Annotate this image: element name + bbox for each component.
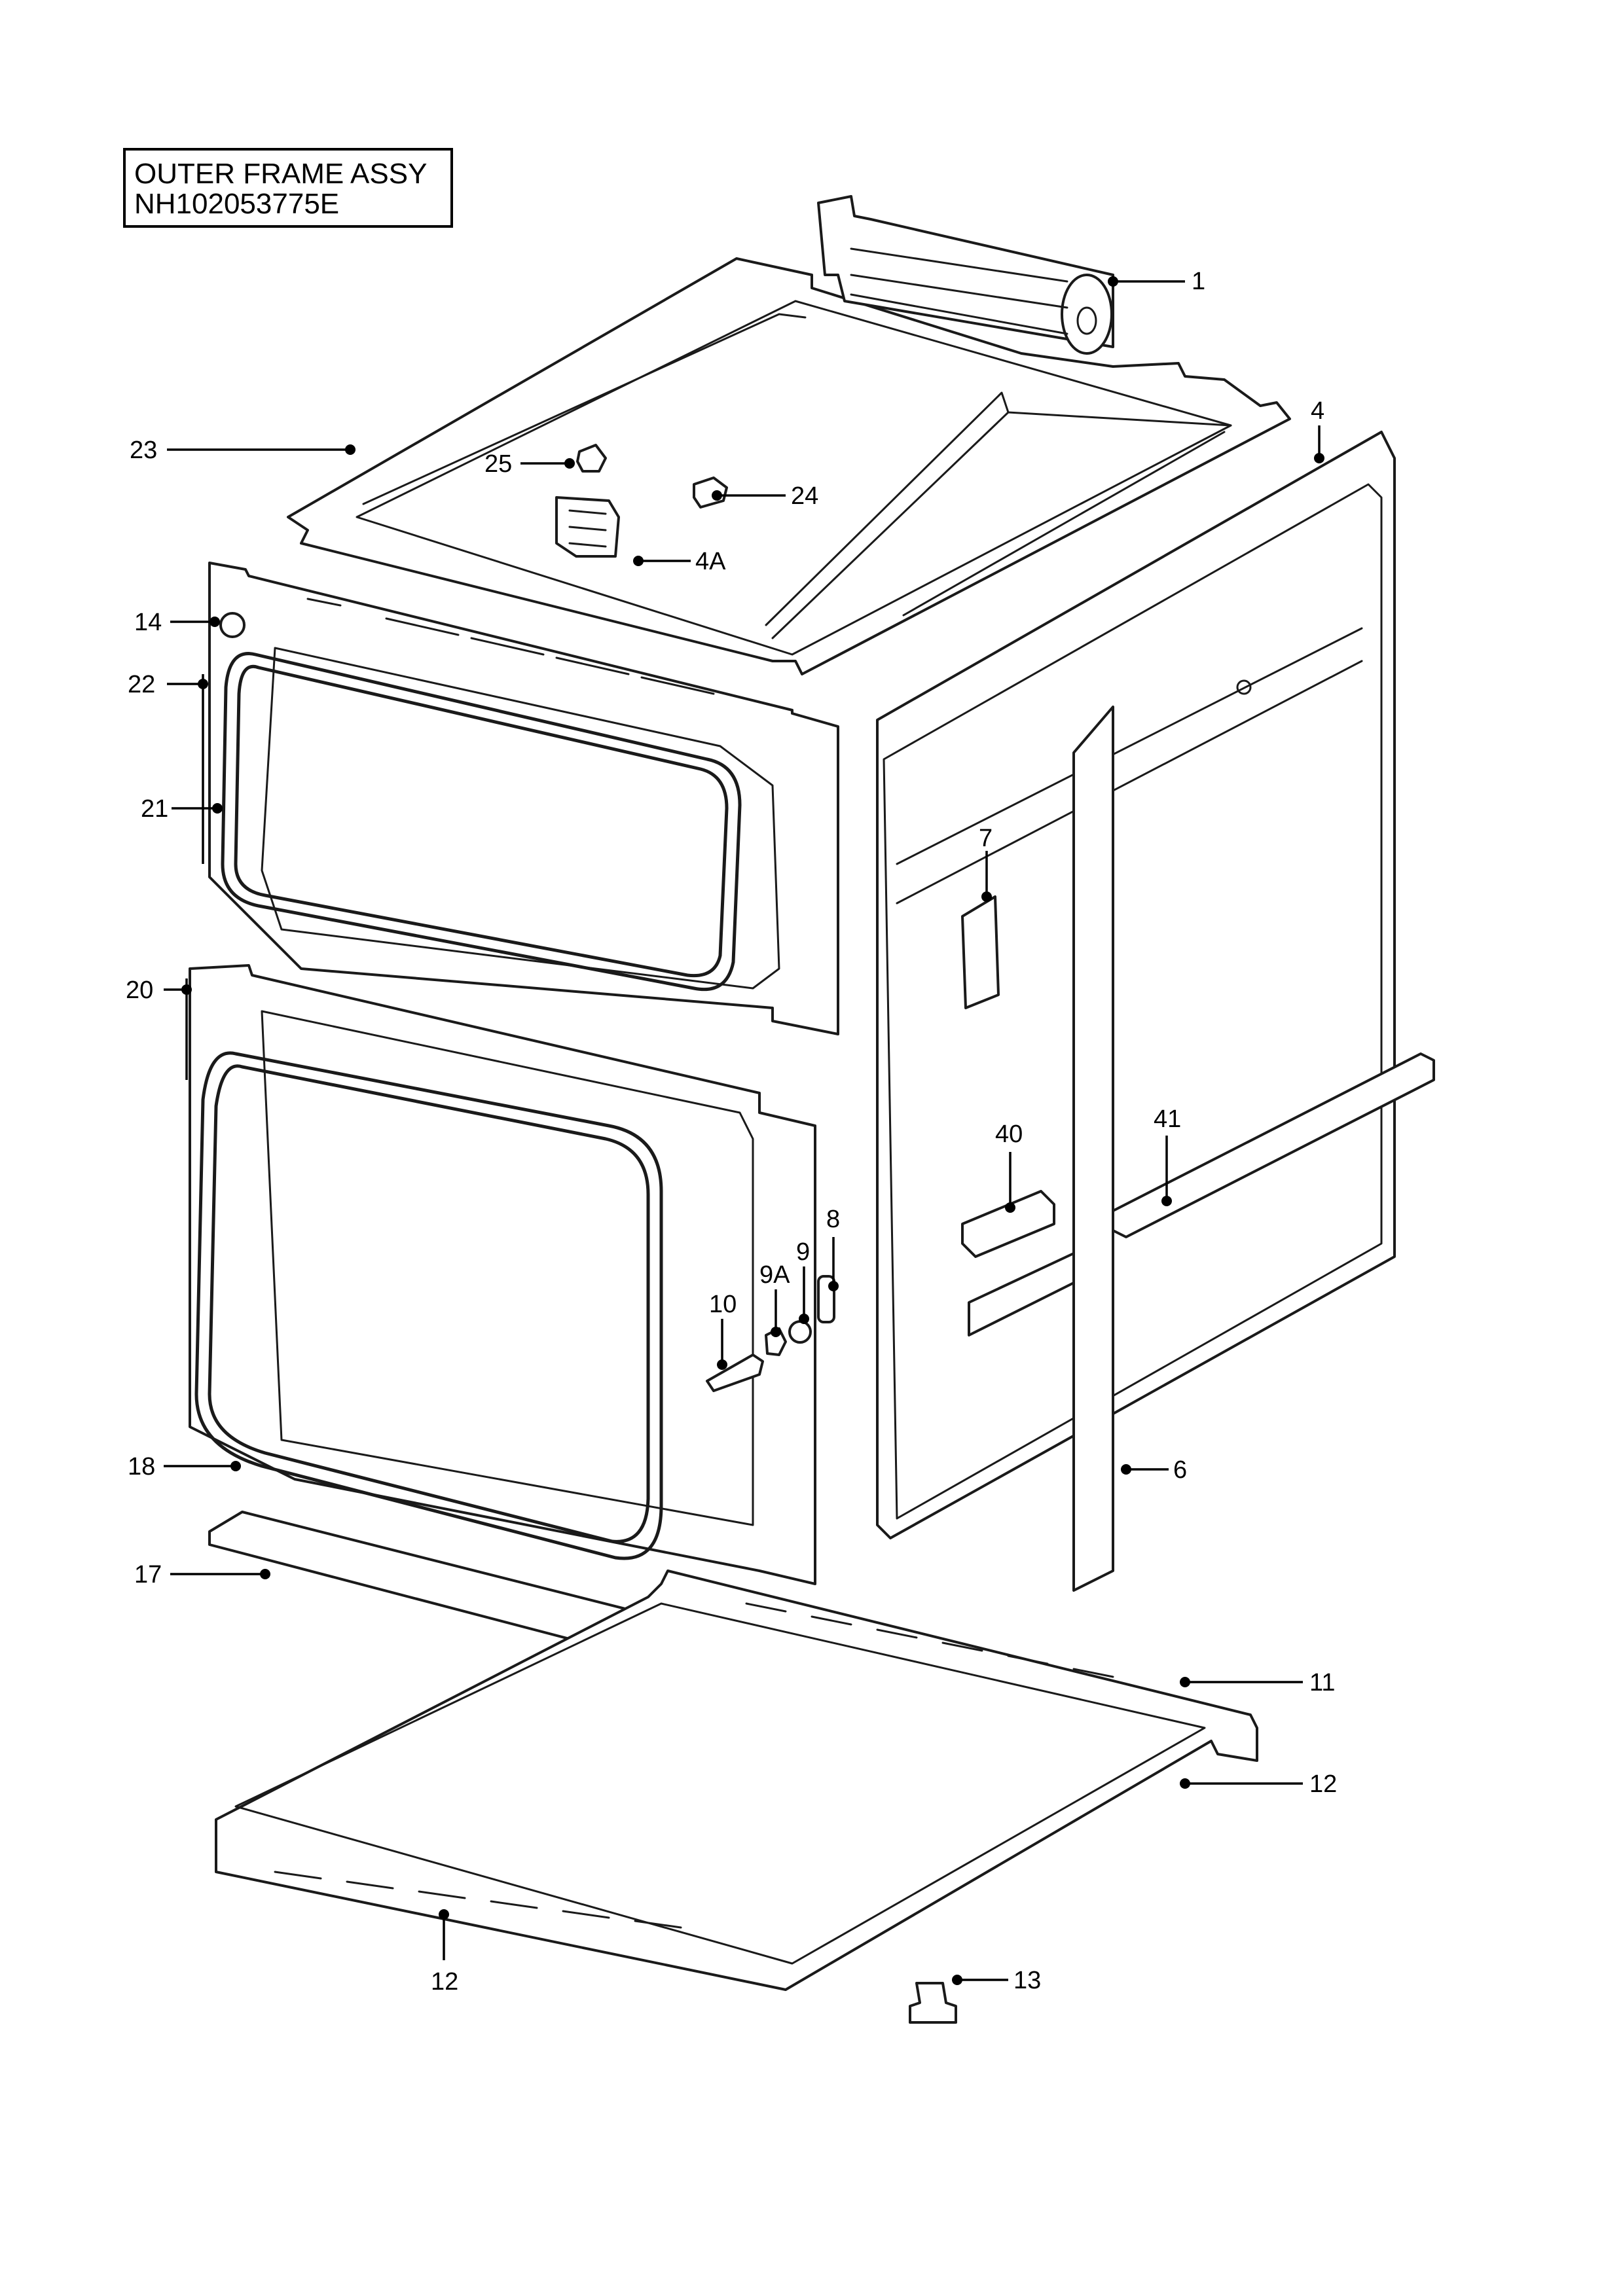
title-line-1: OUTER FRAME ASSY (134, 158, 427, 190)
callout-dot-8 (828, 1281, 839, 1291)
sensor-10 (706, 1354, 764, 1392)
lower-front-panel-20 (189, 964, 816, 1585)
callout-17: 17 (134, 1561, 162, 1588)
callout-dot-4 (1314, 453, 1324, 463)
callout-9: 9 (796, 1238, 810, 1266)
callout-40: 40 (995, 1121, 1023, 1148)
callout-dot-23 (345, 444, 356, 455)
front-strip-6 (1072, 706, 1114, 1592)
bracket-7 (961, 895, 1000, 1009)
callout-dot-40 (1005, 1202, 1015, 1213)
callout-12-bottom: 12 (431, 1968, 458, 1996)
callout-10: 10 (709, 1291, 737, 1318)
callout-dot-12-right (1180, 1778, 1190, 1789)
callout-dot-14 (210, 617, 220, 627)
callout-dot-21 (212, 803, 223, 814)
fan-motor-part (817, 195, 1114, 355)
callout-dot-10 (717, 1359, 727, 1370)
callout-18: 18 (128, 1453, 155, 1480)
callout-dot-25 (564, 458, 575, 469)
plug-14 (219, 612, 246, 638)
thermostat-part-25 (576, 444, 607, 473)
callout-dot-18 (230, 1461, 241, 1471)
top-cover-part (287, 257, 1291, 675)
callout-13: 13 (1013, 1967, 1041, 1994)
callout-dot-7 (981, 891, 992, 902)
callout-4a: 4A (695, 548, 726, 575)
callouts: 1 4 4A 6 7 8 9 9A 10 (126, 268, 1337, 1996)
side-panel-4 (876, 431, 1396, 1539)
callout-dot-1 (1108, 276, 1118, 287)
lower-door-gasket-18 (194, 1051, 663, 1560)
callout-dot-24 (712, 490, 722, 501)
callout-25: 25 (484, 450, 512, 478)
terminal-block-4a (555, 496, 620, 558)
callout-11: 11 (1309, 1669, 1335, 1696)
callout-dot-9 (799, 1314, 809, 1324)
callout-14: 14 (134, 609, 162, 636)
title-frame (123, 148, 453, 228)
callout-6: 6 (1173, 1456, 1187, 1484)
callout-4: 4 (1311, 397, 1324, 425)
callout-23: 23 (130, 437, 157, 464)
title-line-2: NH102053775E (134, 188, 339, 220)
runner-41 (968, 1052, 1435, 1336)
callout-dot-20 (181, 984, 192, 995)
callout-dot-11 (1180, 1677, 1190, 1687)
title-block: OUTER FRAME ASSY NH102053775E (123, 148, 453, 228)
callout-7: 7 (979, 825, 993, 852)
callout-1: 1 (1192, 268, 1205, 295)
callout-9a: 9A (759, 1261, 790, 1289)
washer-9 (788, 1320, 812, 1344)
upper-door-gasket-21 (221, 652, 742, 992)
callout-24: 24 (791, 482, 818, 510)
callout-41: 41 (1154, 1105, 1181, 1133)
bottom-frame-11-12 (215, 1570, 1258, 1991)
callout-dot-22 (198, 679, 208, 689)
callout-20: 20 (126, 977, 153, 1004)
callout-dot-12-bottom (439, 1909, 449, 1920)
callout-8: 8 (826, 1206, 840, 1233)
callout-dot-4a (633, 556, 644, 566)
callout-dot-6 (1121, 1464, 1131, 1475)
callout-dot-17 (260, 1569, 270, 1579)
callout-12-right: 12 (1309, 1770, 1337, 1798)
callout-dot-13 (952, 1975, 962, 1985)
callout-dot-9a (771, 1327, 781, 1337)
callout-22: 22 (128, 671, 155, 698)
foot-13 (909, 1982, 957, 2024)
bracket-40 (961, 1190, 1055, 1258)
callout-dot-41 (1161, 1196, 1172, 1206)
callout-21: 21 (141, 795, 168, 823)
